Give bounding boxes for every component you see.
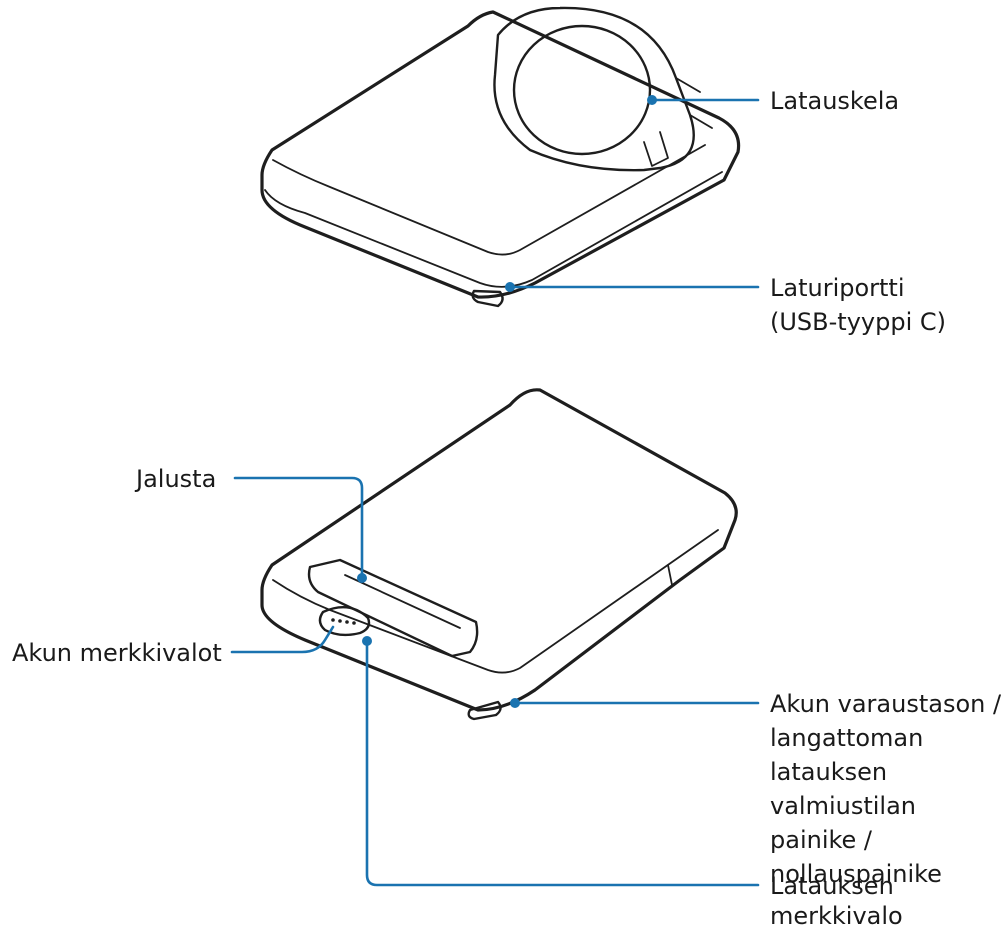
label-charger-port: Laturiportti (USB-tyyppi C): [770, 274, 946, 336]
label-charging-indicator-line2: merkkivalo: [770, 902, 903, 930]
dot-usb-port: [505, 282, 515, 292]
label-button-line4: valmiustilan: [770, 792, 916, 820]
dot-button: [510, 698, 520, 708]
stand-recess: [307, 558, 479, 658]
callout-button: [510, 698, 760, 708]
device-bottom-lip: [667, 564, 673, 586]
indicator-led-3: [345, 620, 349, 624]
leader-stand: [233, 476, 364, 580]
device-bottom-view: [260, 388, 738, 721]
label-battery-indicators: Akun merkkivalot: [12, 639, 222, 667]
label-charging-indicator-line1: Latauksen: [770, 872, 894, 900]
label-charging-coil: Latauskela: [770, 87, 899, 115]
device-bottom-bevel: [272, 529, 719, 674]
label-button-line2: langattoman: [770, 724, 923, 752]
coil-housing-outline: [493, 6, 695, 172]
label-charging-indicator: Latauksen merkkivalo: [770, 872, 903, 930]
device-bottom-body: [260, 388, 738, 712]
indicator-led-4: [352, 621, 356, 625]
label-charger-port-line2: (USB-tyyppi C): [770, 308, 946, 336]
side-button: [467, 700, 502, 721]
label-button: Akun varaustason / langattoman latauksen…: [770, 690, 1001, 888]
label-button-line3: latauksen: [770, 758, 887, 786]
coil-rail: [675, 77, 713, 129]
callout-usb-port: [505, 282, 760, 292]
callout-stand: [233, 476, 367, 583]
callout-charging-indicator: [362, 636, 760, 887]
label-charger-port-line1: Laturiportti: [770, 274, 905, 302]
charging-coil-housing: [493, 6, 713, 172]
battery-indicator-window: [318, 606, 371, 637]
stand-frame: [307, 558, 479, 658]
coil-mount-bracket: [643, 131, 669, 167]
callout-battery-indicators: [230, 625, 335, 654]
device-top-face-edge: [272, 144, 706, 256]
coil-inner-circle: [512, 24, 652, 156]
dot-coil: [647, 95, 657, 105]
device-top-rim-line: [264, 171, 723, 288]
indicator-led-2: [338, 619, 342, 623]
indicator-window-frame: [318, 606, 371, 637]
label-button-line6: nollauspainike: [770, 860, 942, 888]
device-top-body: [260, 10, 741, 299]
leader-battery-indicators: [230, 625, 335, 654]
label-stand: Jalusta: [134, 465, 216, 493]
dot-charging-indicator: [362, 636, 372, 646]
dot-stand: [357, 573, 367, 583]
label-button-line5: painike /: [770, 826, 873, 854]
callout-coil: [647, 95, 760, 105]
label-button-line1: Akun varaustason /: [770, 690, 1001, 718]
usb-c-port: [471, 289, 504, 308]
indicator-led-1: [331, 618, 335, 622]
device-top-view: [260, 6, 741, 308]
leader-charging-indicator: [365, 639, 760, 887]
stand-inner-line: [344, 574, 461, 629]
